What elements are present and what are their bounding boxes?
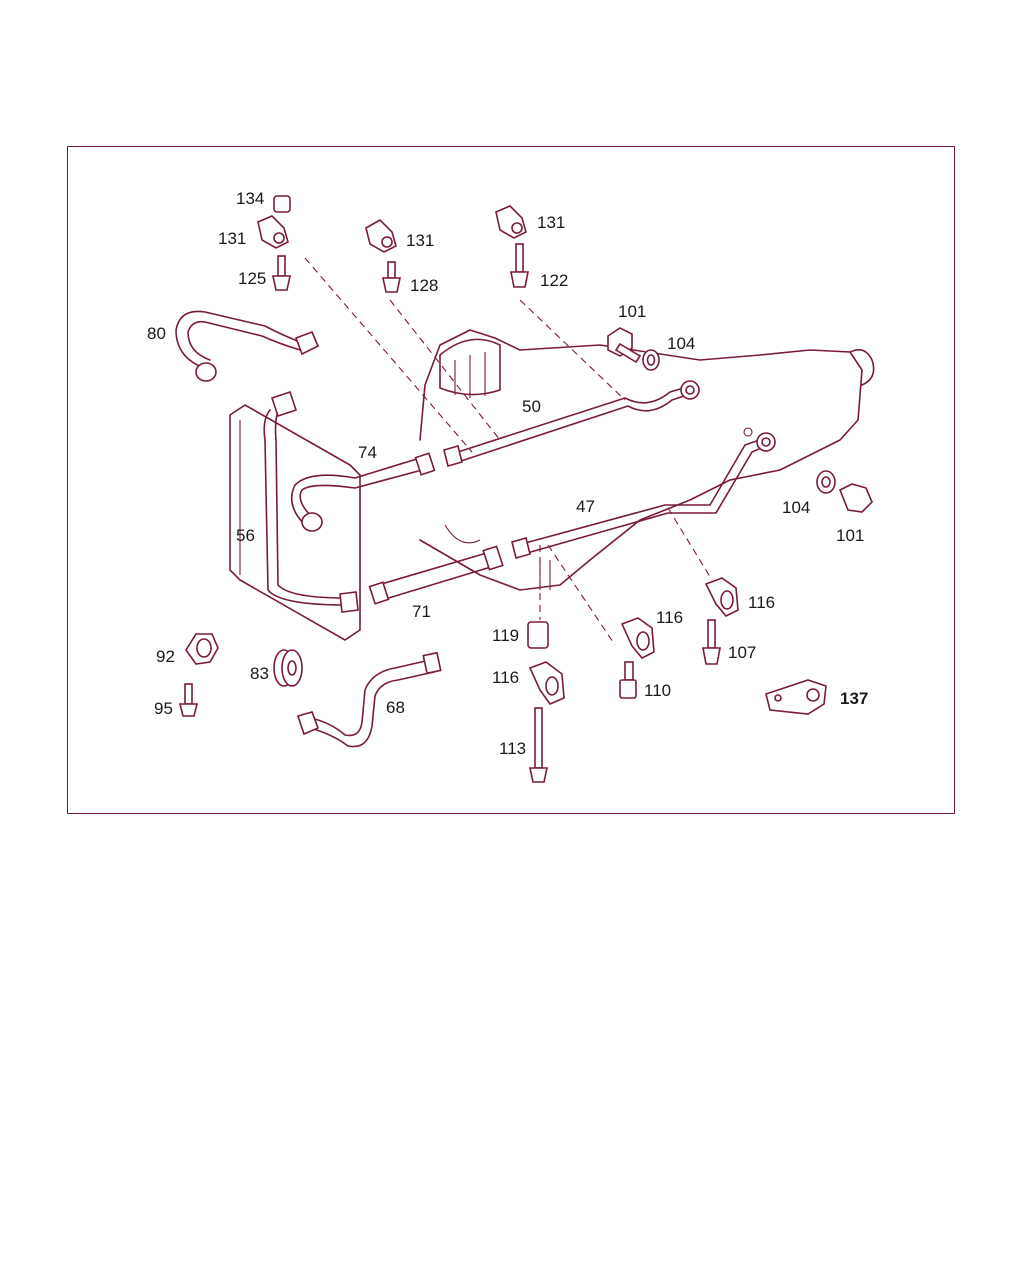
label-116: 116: [748, 593, 775, 612]
part-128-bolt: [382, 261, 401, 293]
label-122: 122: [540, 271, 568, 290]
part-113-long-bolt: [529, 707, 548, 783]
label-128: 128: [410, 276, 438, 295]
part-131-clamp-c: [495, 205, 527, 239]
part-131-clamp-b: [365, 219, 397, 253]
diagram-frame: [67, 146, 955, 814]
part-125-bolt: [272, 255, 291, 291]
label-68: 68: [386, 698, 405, 717]
part-116-clamp-c: [528, 661, 565, 705]
part-83-grommet: [273, 649, 303, 687]
part-119-spacer: [527, 621, 549, 649]
label-119: 119: [492, 626, 519, 645]
label-104: 104: [667, 334, 695, 353]
label-101: 101: [836, 526, 864, 545]
label-110: 110: [644, 681, 671, 700]
label-116: 116: [656, 608, 683, 627]
label-95: 95: [154, 699, 173, 718]
label-50: 50: [522, 397, 541, 416]
part-116-clamp-b: [620, 617, 655, 659]
label-113: 113: [499, 739, 526, 758]
part-50-pipe: [443, 380, 700, 467]
part-101-banjo-bolt-top: [607, 327, 642, 364]
part-104-washer-bottom: [816, 470, 836, 494]
label-101: 101: [618, 302, 646, 321]
label-116: 116: [492, 668, 519, 687]
label-131: 131: [406, 231, 434, 250]
part-116-clamp-a: [704, 577, 739, 617]
part-134-sleeve: [273, 195, 291, 213]
label-137: 137: [840, 689, 868, 708]
label-125: 125: [238, 269, 266, 288]
part-122-bolt: [510, 243, 529, 288]
part-131-clamp-a: [257, 215, 289, 249]
label-131: 131: [537, 213, 565, 232]
label-92: 92: [156, 647, 175, 666]
part-71-hose: [368, 545, 504, 605]
part-107-bolt: [702, 619, 721, 665]
transmission-housing: [419, 329, 875, 591]
part-92-clamp: [185, 633, 219, 665]
label-56: 56: [236, 526, 255, 545]
part-74-hose: [290, 452, 436, 532]
label-134: 134: [236, 189, 264, 208]
label-74: 74: [358, 443, 377, 462]
part-56-oil-cooler: [229, 390, 361, 641]
label-71: 71: [412, 602, 431, 621]
label-83: 83: [250, 664, 269, 683]
part-101-bolt-bottom: [838, 483, 873, 513]
label-131: 131: [218, 229, 246, 248]
callout-labels: 134 131 125 131 128 131 122 101 104 80 5…: [147, 189, 868, 758]
label-104: 104: [782, 498, 810, 517]
part-95-bolt: [178, 683, 199, 717]
part-68-pipe: [296, 651, 442, 748]
part-110-bolt: [619, 661, 637, 699]
part-80-pipe: [175, 310, 320, 382]
label-47: 47: [576, 497, 595, 516]
part-137-bracket: [765, 679, 827, 715]
label-80: 80: [147, 324, 166, 343]
label-107: 107: [728, 643, 756, 662]
part-104-washer-top: [642, 349, 660, 371]
part-47-pipe: [511, 427, 776, 559]
leader-lines: [304, 257, 713, 646]
